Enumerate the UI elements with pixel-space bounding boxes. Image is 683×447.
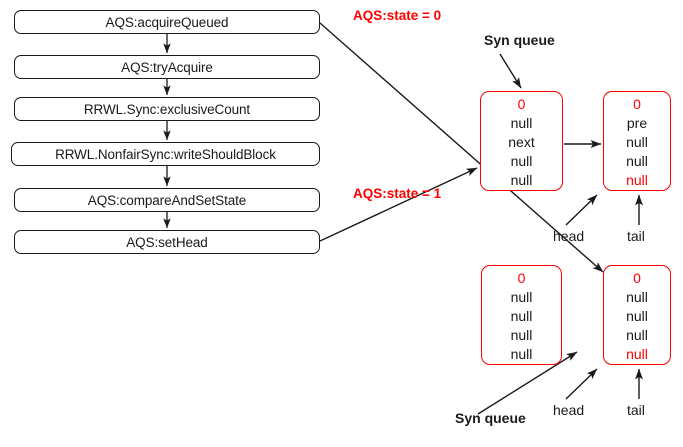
flow-step-exclusive-count[interactable]: RRWL.Sync:exclusiveCount	[14, 97, 320, 121]
node-field-thread: null	[510, 152, 533, 169]
head-bottom-label: head	[553, 402, 585, 418]
flow-step-label: RRWL.Sync:exclusiveCount	[83, 101, 251, 117]
node-field-thread: null	[626, 152, 648, 169]
node-field-nextwaiter: null	[626, 345, 648, 362]
node-field-next: next	[508, 133, 535, 150]
flow-step-set-head[interactable]: AQS:setHead	[14, 230, 320, 254]
node-field-next: null	[510, 307, 533, 324]
node-field-nextwaiter: null	[510, 171, 533, 188]
node-field-next: null	[626, 133, 648, 150]
node-field-prev: null	[626, 288, 648, 305]
head-node-top[interactable]: 0 null next null null	[480, 91, 563, 191]
node-field-prev: null	[510, 288, 533, 305]
head-bottom-connector	[565, 368, 598, 400]
tail-top-label: tail	[627, 228, 645, 244]
flow-step-acquire-queued[interactable]: AQS:acquireQueued	[14, 10, 320, 34]
flow-step-compare-and-set-state[interactable]: AQS:compareAndSetState	[14, 188, 320, 212]
state-one-connector	[319, 167, 478, 242]
node-field-next: null	[626, 307, 648, 324]
node-field-thread: null	[510, 326, 533, 343]
node-field-waitstatus: 0	[633, 95, 641, 112]
syn-queue-bottom-label: Syn queue	[455, 410, 526, 426]
tail-node-top[interactable]: 0 pre null null null	[603, 91, 671, 191]
head-node-bottom[interactable]: 0 null null null null	[481, 265, 562, 365]
node-field-nextwaiter: null	[626, 171, 648, 188]
node-field-waitstatus: 0	[517, 269, 526, 286]
node-field-prev: null	[510, 114, 533, 131]
node-field-nextwaiter: null	[510, 345, 533, 362]
node-field-prev: pre	[626, 114, 648, 131]
node-field-thread: null	[626, 326, 648, 343]
head-top-connector	[565, 194, 598, 226]
syn-queue-top-label: Syn queue	[484, 32, 555, 48]
flow-step-label: AQS:compareAndSetState	[87, 192, 247, 208]
flow-step-try-acquire[interactable]: AQS:tryAcquire	[14, 55, 320, 79]
flow-step-label: AQS:acquireQueued	[105, 14, 229, 30]
state-one-label: AQS:state = 1	[353, 186, 442, 201]
flow-step-label: AQS:setHead	[126, 234, 208, 250]
flow-step-write-should-block[interactable]: RRWL.NonfairSync:writeShouldBlock	[11, 142, 320, 166]
tail-node-bottom[interactable]: 0 null null null null	[603, 265, 671, 365]
node-field-waitstatus: 0	[517, 95, 526, 112]
tail-bottom-label: tail	[627, 402, 645, 418]
flow-step-label: RRWL.NonfairSync:writeShouldBlock	[55, 146, 276, 162]
node-field-waitstatus: 0	[633, 269, 641, 286]
flow-step-label: AQS:tryAcquire	[121, 59, 213, 75]
head-top-label: head	[553, 228, 585, 244]
syn-queue-top-connector	[499, 53, 522, 89]
state-zero-label: AQS:state = 0	[353, 8, 442, 23]
